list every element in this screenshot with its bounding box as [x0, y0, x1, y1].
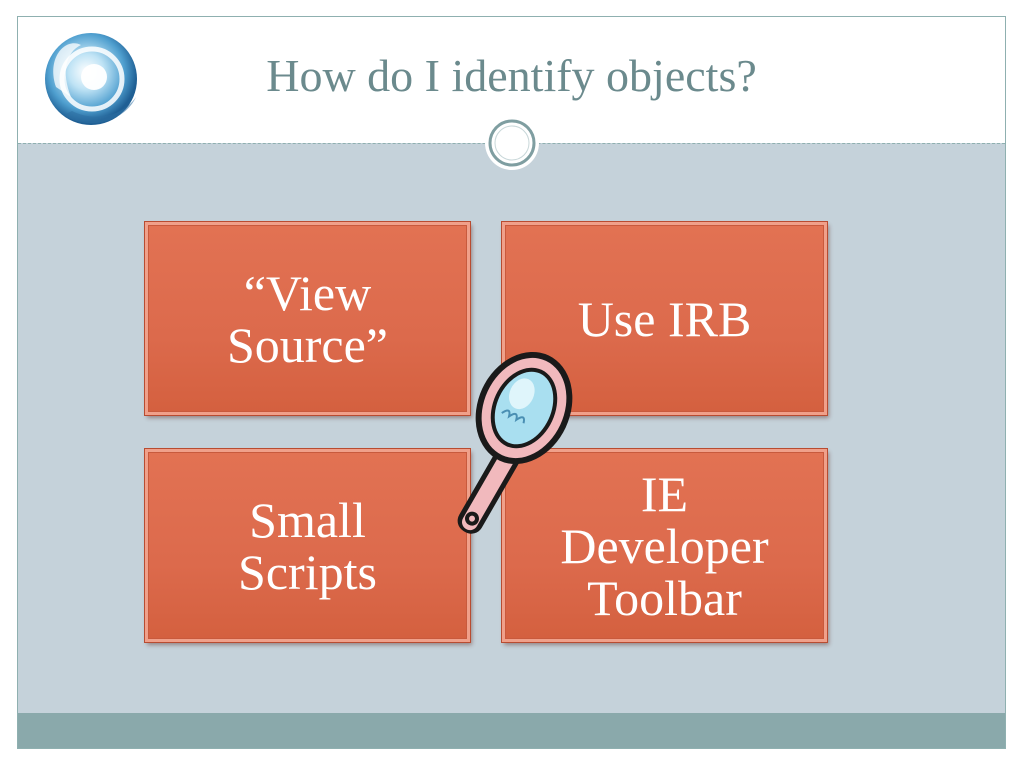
tile-label: Small Scripts — [238, 491, 377, 600]
tile-ie-developer-toolbar: IE Developer Toolbar — [502, 449, 827, 642]
tile-label: Use IRB — [577, 290, 752, 347]
hand-mirror-icon — [457, 351, 573, 534]
swirl-orb-logo-icon — [45, 33, 137, 125]
tile-small-scripts: Small Scripts — [145, 449, 470, 642]
tile-label: “View Source” — [226, 264, 389, 373]
tile-view-source: “View Source” — [145, 222, 470, 415]
footer-band — [18, 713, 1005, 748]
page-title: How do I identify objects? — [266, 50, 757, 101]
tile-label: IE Developer Toolbar — [560, 465, 769, 626]
circle-ornament-icon — [485, 116, 539, 170]
